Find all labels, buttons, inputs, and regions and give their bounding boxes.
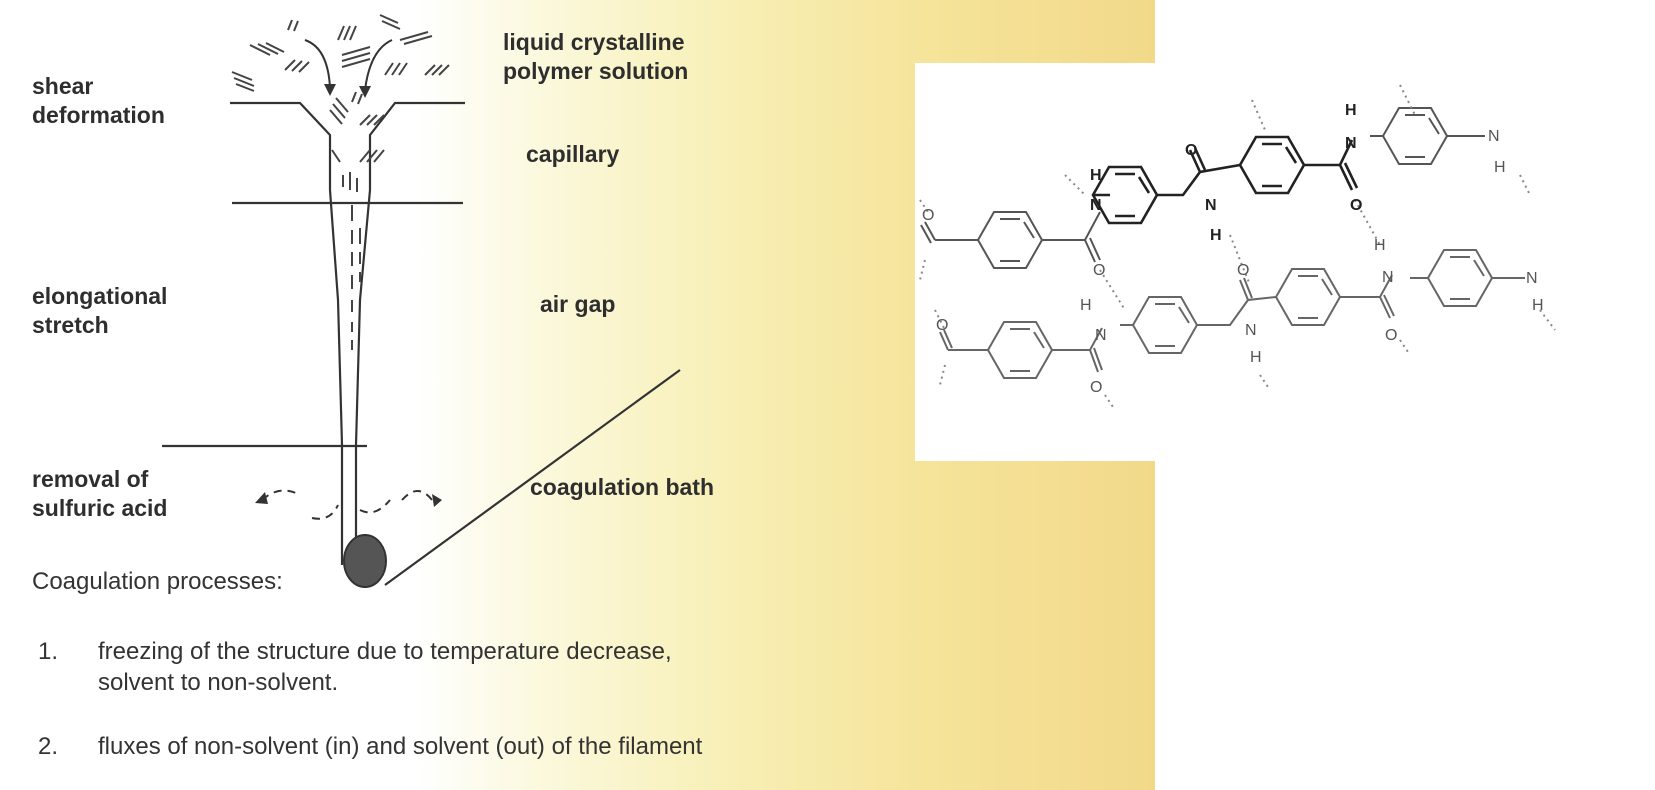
svg-text:H: H	[1080, 297, 1092, 314]
svg-text:H: H	[1210, 227, 1222, 244]
item-1-line2: solvent to non-solvent.	[98, 669, 339, 696]
svg-text:N: N	[1526, 270, 1538, 287]
svg-text:O: O	[1385, 327, 1397, 344]
label-air-gap: air gap	[540, 291, 616, 317]
svg-text:N: N	[1245, 322, 1257, 339]
item-2-number: 2.	[38, 733, 59, 760]
roller-icon	[343, 534, 387, 588]
svg-text:H: H	[1345, 102, 1357, 119]
label-lc-polymer-solution: liquid crystalline polymer solution	[503, 29, 689, 84]
svg-text:H: H	[1374, 237, 1386, 254]
svg-text:O: O	[936, 317, 948, 334]
svg-text:H: H	[1532, 297, 1544, 314]
svg-text:O: O	[1090, 379, 1102, 396]
svg-text:H: H	[1250, 349, 1262, 366]
svg-text:O: O	[1350, 197, 1362, 214]
item-1-number: 1.	[38, 638, 59, 665]
svg-text:N: N	[1090, 197, 1102, 214]
svg-text:N: N	[1345, 135, 1357, 152]
svg-text:N: N	[1205, 197, 1217, 214]
coagulation-heading: Coagulation processes:	[32, 568, 283, 595]
label-capillary: capillary	[526, 141, 620, 167]
svg-text:O: O	[922, 207, 934, 224]
label-elongational-stretch: elongational stretch	[32, 283, 168, 338]
svg-text:O: O	[1093, 262, 1105, 279]
svg-text:N: N	[1095, 327, 1107, 344]
svg-text:H: H	[1090, 167, 1102, 184]
item-1-line1: freezing of the structure due to tempera…	[98, 638, 672, 665]
spinning-process-schematic	[162, 14, 681, 588]
svg-text:O: O	[1237, 262, 1249, 279]
svg-text:N: N	[1488, 128, 1500, 145]
svg-text:O: O	[1185, 142, 1197, 159]
svg-text:N: N	[1382, 269, 1394, 286]
label-coagulation-bath: coagulation bath	[530, 474, 714, 500]
item-2-line1: fluxes of non-solvent (in) and solvent (…	[98, 733, 703, 760]
label-shear-deformation: shear deformation	[32, 73, 165, 128]
label-removal-of-acid: removal of sulfuric acid	[32, 466, 168, 521]
svg-text:H: H	[1494, 159, 1506, 176]
chemical-structure-box	[915, 63, 1655, 461]
